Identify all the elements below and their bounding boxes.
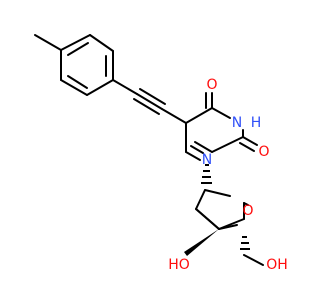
ring-bond	[218, 218, 245, 230]
ring-double-bond	[185, 151, 201, 161]
ring-bond	[185, 107, 213, 124]
carbonyl-bond	[242, 136, 258, 146]
ring-bond	[89, 34, 114, 52]
glycosidic-nitrogen: N	[202, 152, 212, 168]
molecule-structure: O N H O N O HO OH	[34, 34, 288, 273]
ring-bond	[204, 189, 231, 197]
pyrimidine-ring	[185, 92, 258, 161]
triple-bond	[136, 93, 163, 110]
carbonyl-oxygen-right: O	[258, 144, 269, 160]
ring-double-bond	[190, 145, 204, 154]
ring-double-bond	[67, 42, 89, 56]
hydroxyl-right: OH	[266, 257, 288, 273]
ch2-bond	[243, 254, 264, 266]
ring-bond	[86, 79, 114, 96]
ring-double-bond	[67, 75, 88, 89]
carbonyl-oxygen-top: O	[206, 77, 217, 93]
nh-nitrogen: N	[232, 115, 242, 131]
ring-bond	[211, 136, 244, 153]
ring-bond	[195, 208, 220, 230]
wedge-bond	[184, 229, 219, 256]
hydroxyl-left: HO	[168, 257, 190, 273]
methyl-bond	[34, 34, 62, 51]
ring-bond	[195, 189, 206, 210]
triple-bond	[133, 98, 160, 115]
alkyne-pyrimidine-bond	[161, 108, 187, 124]
deoxyribose-ring	[184, 164, 264, 266]
ring-oxygen: O	[242, 203, 253, 219]
hashed-bond	[240, 236, 250, 250]
ring-bond	[211, 107, 231, 119]
alkyne-linker	[112, 79, 187, 124]
triple-bond	[139, 88, 166, 105]
toluene-ring	[34, 34, 114, 96]
carbonyl-bond	[239, 142, 255, 152]
nh-hydrogen: H	[251, 115, 262, 131]
ring-bond	[60, 34, 91, 51]
ring-bond	[194, 141, 213, 153]
hashed-bond	[201, 164, 212, 184]
aryl-alkyne-bond	[112, 79, 138, 95]
ring-bond	[60, 79, 88, 96]
